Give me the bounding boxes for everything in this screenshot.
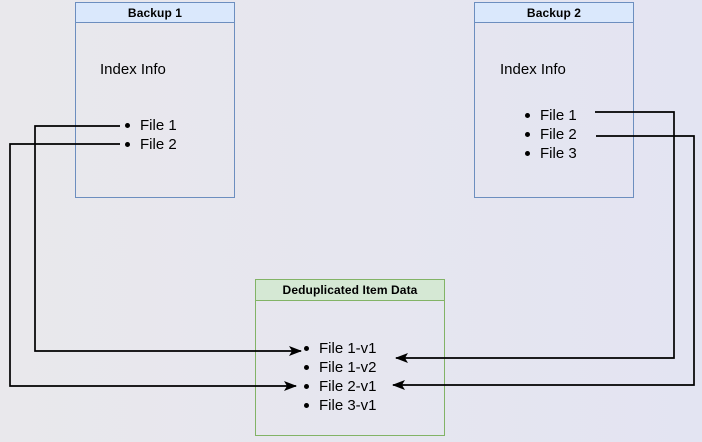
backup2-file-label: File 1 xyxy=(540,107,577,124)
bullet-icon xyxy=(304,403,309,408)
bullet-icon xyxy=(125,123,130,128)
backup2-file-label: File 3 xyxy=(540,145,577,162)
backup1-index-info-label: Index Info xyxy=(100,61,166,78)
list-item: File 1-v1 xyxy=(304,339,377,358)
list-item: File 1 xyxy=(125,116,177,135)
list-item: File 1 xyxy=(525,106,577,125)
backup1-box: Backup 1 xyxy=(75,2,235,198)
dedup-item-label: File 2-v1 xyxy=(319,378,377,395)
bullet-icon xyxy=(304,384,309,389)
list-item: File 2 xyxy=(525,125,577,144)
backup2-title: Backup 2 xyxy=(475,3,633,23)
backup2-index-info-label: Index Info xyxy=(500,61,566,78)
bullet-icon xyxy=(304,346,309,351)
backup1-file-list: File 1 File 2 xyxy=(125,116,177,154)
dedup-item-label: File 1-v2 xyxy=(319,359,377,376)
backup2-file-list: File 1 File 2 File 3 xyxy=(525,106,577,163)
dedup-item-label: File 1-v1 xyxy=(319,340,377,357)
list-item: File 2-v1 xyxy=(304,377,377,396)
bullet-icon xyxy=(525,113,530,118)
bullet-icon xyxy=(304,365,309,370)
backup1-file-label: File 2 xyxy=(140,136,177,153)
list-item: File 1-v2 xyxy=(304,358,377,377)
bullet-icon xyxy=(525,151,530,156)
dedup-item-list: File 1-v1 File 1-v2 File 2-v1 File 3-v1 xyxy=(304,339,377,415)
list-item: File 3 xyxy=(525,144,577,163)
list-item: File 2 xyxy=(125,135,177,154)
backup1-title: Backup 1 xyxy=(76,3,234,23)
backup2-box: Backup 2 xyxy=(474,2,634,198)
bullet-icon xyxy=(525,132,530,137)
bullet-icon xyxy=(125,142,130,147)
backup1-file-label: File 1 xyxy=(140,117,177,134)
dedup-title: Deduplicated Item Data xyxy=(256,280,444,301)
backup2-file-label: File 2 xyxy=(540,126,577,143)
list-item: File 3-v1 xyxy=(304,396,377,415)
dedup-item-label: File 3-v1 xyxy=(319,397,377,414)
